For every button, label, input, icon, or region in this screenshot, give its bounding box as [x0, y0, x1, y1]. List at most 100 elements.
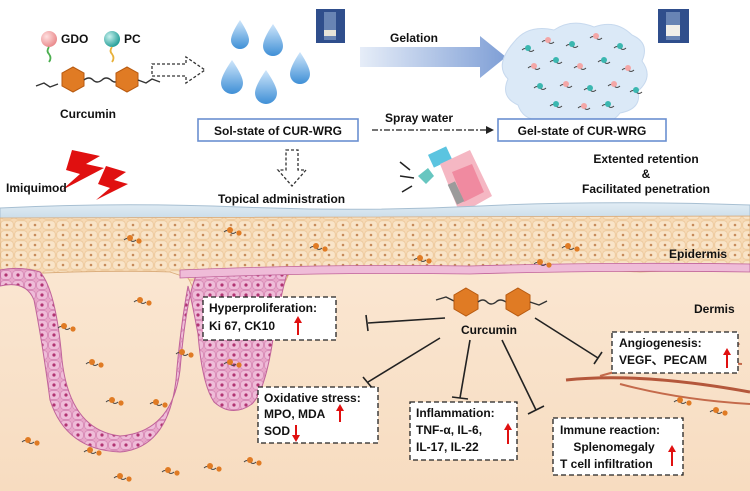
gdo-label: GDO	[61, 32, 88, 46]
immune-title: Immune reaction:	[560, 423, 660, 437]
hyperproliferation-title: Hyperproliferation:	[209, 301, 317, 315]
up-arrow-icon	[504, 423, 512, 444]
gdo-molecule-icon	[41, 31, 57, 63]
curcumin-particle	[21, 437, 40, 446]
epidermis-label: Epidermis	[669, 247, 727, 261]
spray-water-label: Spray water	[385, 111, 453, 125]
up-arrow-icon	[336, 404, 344, 422]
topical-label: Topical administration	[218, 192, 345, 206]
gel-blob	[501, 22, 648, 126]
inflammation-markers-2: IL-17, IL-22	[416, 440, 479, 454]
curcumin-particle	[149, 399, 168, 408]
curcumin-particle	[243, 457, 262, 466]
sol-state-box	[197, 118, 359, 142]
topical-down-arrow	[276, 149, 308, 187]
lipid-particle	[573, 63, 587, 70]
down-arrow-icon	[292, 425, 300, 442]
lipid-particle	[549, 101, 563, 108]
water-drops-icon	[221, 20, 310, 104]
curcumin-particle	[161, 467, 180, 476]
lipid-particle	[589, 33, 603, 40]
inflammation-markers-1: TNF-α, IL-6,	[416, 423, 482, 437]
lipid-particle	[521, 45, 535, 52]
up-arrow-icon	[668, 445, 676, 466]
curcumin-particle	[85, 359, 104, 368]
dermis-label: Dermis	[694, 302, 735, 316]
gel-particles	[521, 33, 643, 110]
skin-curcumin-particles	[21, 227, 728, 482]
curcumin-particle	[203, 463, 222, 472]
lipid-particle	[613, 43, 627, 50]
extended-retention-label: Extented retention	[593, 152, 698, 166]
curcumin-particle	[309, 243, 328, 252]
spray-bottle-icon	[399, 146, 492, 214]
gelation-arrow	[360, 36, 506, 78]
lipid-particle	[549, 57, 563, 64]
gel-state-label: Gel-state of CUR-WRG	[518, 124, 647, 138]
stratum-corneum	[0, 202, 750, 221]
central-curcumin-label: Curcumin	[461, 323, 517, 337]
curcumin-particle	[175, 349, 194, 358]
lipid-particle	[621, 65, 635, 72]
curcumin-particle	[223, 359, 242, 368]
lipid-particle	[527, 63, 541, 70]
angiogenesis-title: Angiogenesis:	[619, 336, 702, 350]
lipid-particle	[583, 85, 597, 92]
curcumin-particle	[223, 227, 242, 236]
oxidative-stress-box	[257, 386, 379, 444]
sol-state-label: Sol-state of CUR-WRG	[214, 124, 342, 138]
up-arrow-icon	[294, 316, 302, 335]
angiogenesis-markers: VEGF、PECAM	[619, 353, 707, 367]
inflammation-box	[409, 401, 518, 461]
curcumin-particle	[123, 235, 142, 244]
immune-tcell: T cell infiltration	[560, 457, 653, 471]
hyperproliferation-markers: Ki 67, CK10	[209, 319, 275, 333]
lipid-particle	[541, 37, 555, 44]
sol-vial-photo	[316, 9, 345, 43]
central-curcumin-icon	[435, 287, 548, 317]
curcumin-particle	[133, 297, 152, 306]
curcumin-structure-icon	[35, 66, 161, 93]
curcumin-particle	[113, 473, 132, 482]
hyperproliferation-box	[202, 296, 337, 341]
curcumin-particle	[709, 407, 728, 416]
pc-label: PC	[124, 32, 141, 46]
oxidative-title: Oxidative stress:	[264, 391, 361, 405]
lipid-particle	[565, 41, 579, 48]
gel-vial-photo	[658, 9, 689, 43]
curcumin-particle	[413, 255, 432, 264]
lipid-particle	[577, 103, 591, 110]
curcumin-particle	[57, 323, 76, 332]
lipid-particle	[601, 101, 615, 108]
lipid-particle	[597, 57, 611, 64]
oxidative-sod: SOD	[264, 424, 290, 438]
facilitated-label: Facilitated penetration	[582, 182, 710, 196]
gel-state-box	[497, 118, 667, 142]
curcumin-particle	[673, 397, 692, 406]
basal-band	[179, 262, 750, 279]
oxidative-markers: MPO, MDA	[264, 407, 326, 421]
pc-molecule-icon	[104, 31, 120, 63]
lipid-particle	[607, 81, 621, 88]
lightning-bolt-icon	[62, 150, 128, 200]
spray-arrow-head	[486, 126, 494, 134]
lipid-particle	[559, 81, 573, 88]
lipid-particle	[533, 83, 547, 90]
ampersand-label: &	[642, 167, 651, 181]
mix-arrow	[151, 55, 207, 85]
angiogenesis-box	[611, 331, 739, 374]
curcumin-particle	[83, 447, 102, 456]
curcumin-particle	[533, 259, 552, 268]
gelation-label: Gelation	[390, 31, 438, 45]
curcumin-top-label: Curcumin	[60, 107, 116, 121]
immune-reaction-box	[552, 417, 684, 476]
imiquimod-label: Imiquimod	[6, 181, 67, 195]
curcumin-particle	[561, 243, 580, 252]
lipid-particle	[629, 87, 643, 94]
immune-splenomegaly: Splenomegaly	[573, 440, 655, 454]
curcumin-particle	[105, 397, 124, 406]
inflammation-title: Inflammation:	[416, 406, 495, 420]
up-arrow-icon	[723, 348, 731, 368]
